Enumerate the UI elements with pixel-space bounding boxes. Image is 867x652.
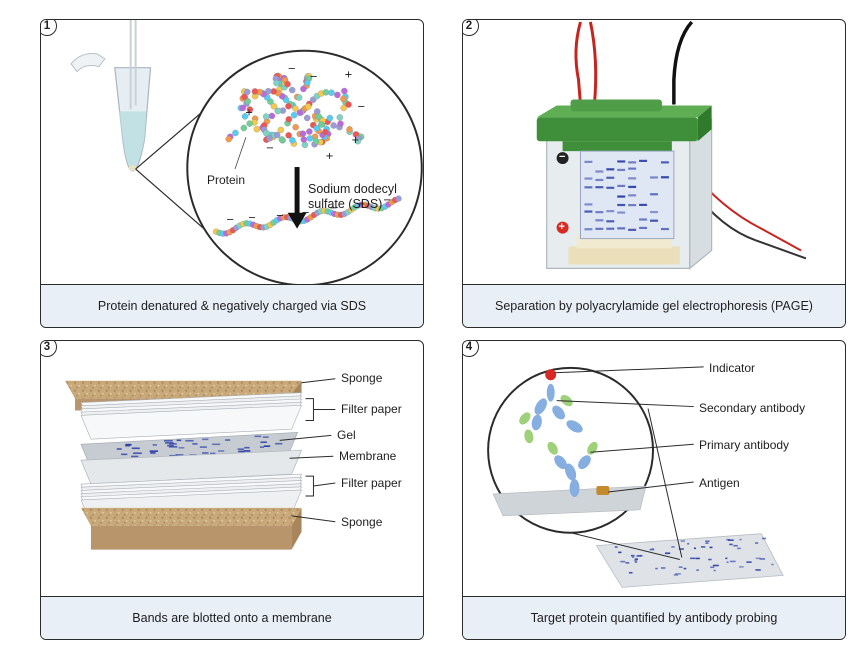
filter-paper-top xyxy=(80,392,302,440)
label-indicator: Indicator xyxy=(709,361,756,375)
down-arrow xyxy=(287,167,307,229)
positive-electrode-icon xyxy=(556,221,569,234)
svg-text:−: − xyxy=(288,64,296,75)
sds-label-line-1: Sodium dodecyl xyxy=(308,182,397,196)
label-filter-paper-top: Filter paper xyxy=(341,402,402,416)
svg-text:−: − xyxy=(383,195,391,206)
gel-bands xyxy=(584,159,669,231)
svg-text:−: − xyxy=(276,211,284,222)
panel-number-badge: 2 xyxy=(463,20,479,36)
label-sponge-top: Sponge xyxy=(341,371,383,385)
svg-text:−: − xyxy=(226,215,234,226)
svg-text:+: + xyxy=(325,151,333,162)
panel-caption: Separation by polyacrylamide gel electro… xyxy=(463,284,845,327)
panel-number-badge: 4 xyxy=(463,341,479,357)
protein-label: Protein xyxy=(207,173,246,187)
membrane-bands xyxy=(614,537,774,576)
svg-text:+: + xyxy=(245,107,253,118)
microcentrifuge-tube xyxy=(70,20,152,172)
panel-number-badge: 1 xyxy=(41,20,57,36)
panel-caption: Bands are blotted onto a membrane xyxy=(41,596,423,639)
svg-text:−: − xyxy=(357,199,365,210)
membrane-layer xyxy=(80,449,303,485)
panel-4: 4 Indicator Secondary antibody Primary a… xyxy=(462,340,846,640)
label-membrane: Membrane xyxy=(339,449,397,463)
positive-sign: + xyxy=(558,221,565,233)
gel-electrophoresis-illustration xyxy=(536,20,807,270)
label-sponge-bottom: Sponge xyxy=(341,515,383,529)
probed-membrane xyxy=(595,533,784,588)
red-wire xyxy=(574,21,582,105)
svg-text:−: − xyxy=(248,213,256,224)
label-antigen: Antigen xyxy=(699,476,740,490)
svg-text:−: − xyxy=(309,72,317,83)
svg-text:−: − xyxy=(329,203,337,214)
label-gel: Gel xyxy=(337,428,356,442)
antigen-icon xyxy=(596,486,610,495)
label-primary-antibody: Primary antibody xyxy=(699,438,790,452)
electrophoresis-tank xyxy=(536,99,713,270)
blotting-stack-illustration xyxy=(65,378,336,550)
folded-protein-beads: + − + − + − + − xyxy=(225,64,366,162)
svg-text:+: + xyxy=(344,70,352,81)
panel-number-badge: 3 xyxy=(41,341,57,357)
panel-1: + − + − + − + − − − − − − − − 1 Protein Sodium dodecy… xyxy=(40,19,424,328)
indicator-icon xyxy=(545,369,557,381)
label-secondary-antibody: Secondary antibody xyxy=(699,401,806,415)
svg-text:−: − xyxy=(357,101,365,112)
panel-2: 2 − + Separation by polyacrylamide gel e… xyxy=(462,19,846,328)
gel-bands xyxy=(116,435,283,458)
svg-text:−: − xyxy=(266,143,274,154)
label-filter-paper-bottom: Filter paper xyxy=(341,476,402,490)
negative-sign: − xyxy=(559,151,566,163)
panel-caption: Protein denatured & negatively charged v… xyxy=(41,284,423,327)
svg-text:+: + xyxy=(351,135,359,146)
sponge-bottom xyxy=(81,507,302,550)
panel-caption: Target protein quantified by antibody pr… xyxy=(463,596,845,639)
sds-label-line-2: sulfate (SDS) xyxy=(308,197,383,211)
panel-3: 3 Sponge Filter paper Gel Membrane Filte… xyxy=(40,340,424,640)
black-wire xyxy=(672,20,694,105)
negative-electrode-icon xyxy=(556,152,569,165)
antibody-probing-illustration xyxy=(487,366,784,588)
